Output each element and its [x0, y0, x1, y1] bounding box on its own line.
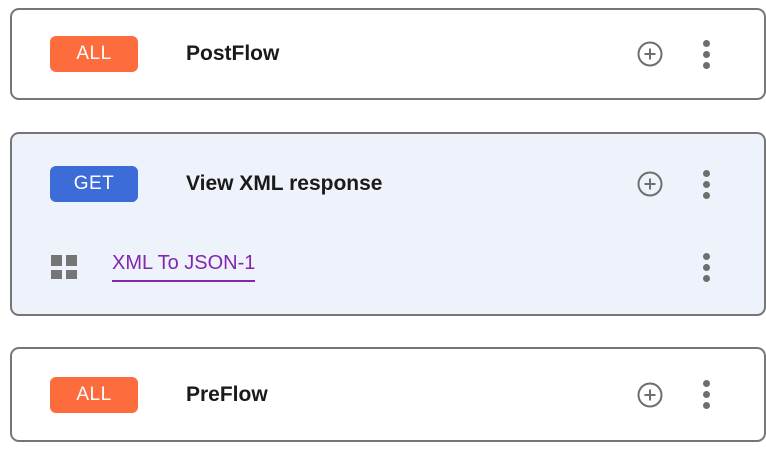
drag-handle-icon[interactable]: [51, 255, 77, 279]
method-badge-all: ALL: [50, 376, 138, 413]
kebab-menu-icon[interactable]: [701, 168, 712, 201]
flow-actions: [637, 378, 712, 411]
policy-link[interactable]: XML To JSON-1: [112, 252, 256, 282]
flow-actions: [637, 168, 712, 201]
policy-row: XML To JSON-1: [12, 247, 764, 287]
method-badge-all: ALL: [50, 36, 138, 72]
flow-card-preflow[interactable]: ALL PreFlow: [10, 347, 766, 442]
add-circle-icon[interactable]: [637, 41, 663, 67]
kebab-menu-icon[interactable]: [701, 251, 712, 284]
flow-actions: [637, 38, 712, 71]
flow-card-view-xml-response[interactable]: GET View XML response XML To JSON-1: [10, 132, 766, 316]
flow-title: PostFlow: [186, 42, 280, 65]
add-circle-icon[interactable]: [637, 382, 663, 408]
flow-title: PreFlow: [186, 382, 268, 406]
flow-title: View XML response: [186, 172, 383, 195]
flow-row: GET View XML response: [12, 164, 764, 204]
flow-card-postflow[interactable]: ALL PostFlow: [10, 8, 766, 100]
kebab-menu-icon[interactable]: [701, 378, 712, 411]
add-circle-icon[interactable]: [637, 171, 663, 197]
kebab-menu-icon[interactable]: [701, 38, 712, 71]
policy-actions: [701, 251, 712, 284]
method-badge-get: GET: [50, 166, 138, 202]
flow-row: ALL PostFlow: [12, 10, 764, 98]
flow-row: ALL PreFlow: [12, 349, 764, 440]
